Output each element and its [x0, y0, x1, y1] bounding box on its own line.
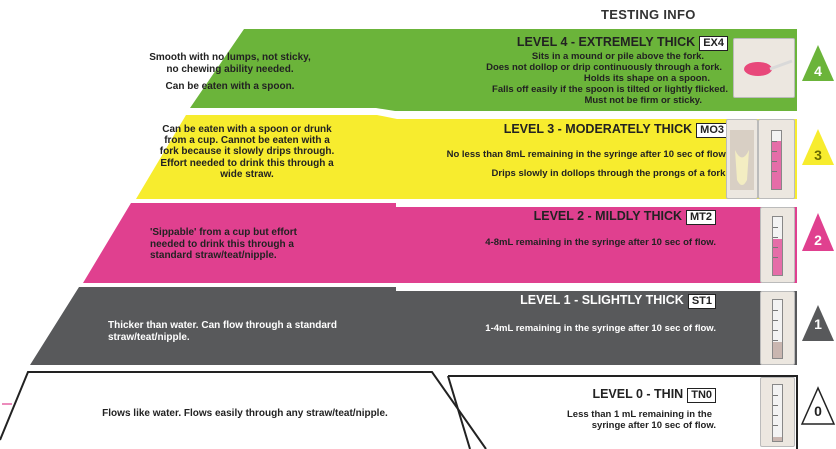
badge-3-triangle — [802, 129, 834, 165]
level-4-testing-info: Sits in a mound or pile above the fork. … — [388, 51, 728, 107]
syringe-image — [771, 130, 782, 190]
spoon-image — [744, 59, 793, 76]
level-0-testing-info: Less than 1 mL remaining in the syringe … — [456, 409, 716, 432]
level-2-code: MT2 — [686, 210, 716, 225]
level-4-test-line: Does not dollop or drip continuously thr… — [486, 61, 722, 73]
level-2-title: LEVEL 2 - MILDLY THICK MT2 — [534, 209, 716, 225]
level-3-test-line: No less than 8mL remaining in the syring… — [446, 149, 728, 160]
level-0-divider — [447, 375, 471, 449]
level-0-test-line: Less than 1 mL remaining in the — [567, 409, 712, 420]
level-4-test-line: Holds its shape on a spoon. — [583, 72, 710, 84]
level-4-desc-line: Smooth with no lumps, not sticky, — [149, 52, 311, 63]
level-1-band — [30, 287, 797, 365]
badge-2-triangle — [802, 213, 834, 251]
level-4-code: EX4 — [699, 36, 728, 51]
level-4-test-line: Sits in a mound or pile above the fork. — [531, 51, 704, 62]
level-3-description: Can be eaten with a spoon or drunk from … — [137, 124, 357, 180]
level-3-testing-info: No less than 8mL remaining in the syring… — [368, 149, 728, 180]
level-3-band — [136, 115, 797, 199]
level-4-test-line: Must not be firm or sticky. — [584, 94, 702, 106]
level-3-fork-photo — [726, 119, 758, 199]
level-0-test-line: syringe after 10 sec of flow. — [591, 419, 716, 431]
level-0-syringe-photo — [760, 377, 795, 447]
badge-2-number: 2 — [814, 232, 822, 248]
fork-image — [730, 130, 754, 190]
level-1-code: ST1 — [687, 294, 716, 309]
level-1-desc-line: straw/teat/nipple. — [108, 331, 190, 343]
syringe-image — [772, 299, 783, 359]
level-4-desc-line: Can be eaten with a spoon. — [165, 81, 295, 92]
level-2-description: 'Sippable' from a cup but effort needed … — [150, 227, 350, 262]
syringe-image — [772, 216, 783, 276]
badge-0-triangle — [800, 386, 836, 425]
badge-4-number: 4 — [814, 63, 822, 79]
syringe-image — [772, 384, 783, 442]
level-1-testing-info: 1-4mL remaining in the syringe after 10 … — [376, 323, 716, 335]
level-3-desc-line: from a cup. Cannot be eaten with a — [164, 135, 330, 147]
badge-1-triangle — [802, 305, 834, 341]
badge-1-number: 1 — [814, 316, 822, 332]
level-3-title-text: LEVEL 3 - MODERATELY THICK — [503, 122, 693, 136]
level-3-desc-line: Can be eaten with a spoon or drunk — [162, 124, 332, 135]
level-3-syringe-photo — [758, 119, 795, 199]
level-3-desc-line: wide straw. — [220, 168, 274, 180]
level-1-desc-line: Thicker than water. Can flow through a s… — [108, 320, 337, 331]
level-0-code: TN0 — [687, 388, 716, 403]
level-1-title-text: LEVEL 1 - SLIGHTLY THICK — [520, 293, 684, 307]
level-2-desc-line: 'Sippable' from a cup but effort — [150, 227, 297, 238]
level-4-spoon-photo — [733, 38, 795, 98]
level-3-desc-line: Effort needed to drink this through a — [160, 157, 334, 169]
badge-4-triangle — [802, 45, 834, 81]
level-3-code: MO3 — [696, 123, 728, 138]
level-2-testing-info: 4-8mL remaining in the syringe after 10 … — [376, 237, 716, 249]
level-2-desc-line: standard straw/teat/nipple. — [150, 250, 277, 261]
level-2-syringe-photo — [760, 207, 795, 283]
level-2-title-text: LEVEL 2 - MILDLY THICK — [533, 209, 682, 223]
level-3-desc-line: fork because it slowly drips through. — [159, 146, 335, 158]
badge-3-number: 3 — [814, 147, 822, 163]
level-0-title-text: LEVEL 0 - THIN — [592, 387, 684, 401]
level-2-test-line: 4-8mL remaining in the syringe after 10 … — [485, 237, 716, 248]
level-0-desc-line: Flows like water. Flows easily through a… — [102, 408, 388, 419]
level-4-desc-line: no chewing ability needed. — [166, 63, 294, 75]
level-1-description: Thicker than water. Can flow through a s… — [108, 320, 398, 343]
level-0-description: Flows like water. Flows easily through a… — [55, 408, 435, 420]
level-0-right-outline — [448, 375, 798, 449]
level-2-desc-line: needed to drink this through a — [150, 238, 294, 250]
level-1-syringe-photo — [760, 291, 795, 365]
level-4-band — [190, 29, 797, 111]
level-4-test-line: Falls off easily if the spoon is tilted … — [492, 83, 728, 95]
level-2-band — [83, 203, 797, 283]
level-4-title-text: LEVEL 4 - EXTREMELY THICK — [516, 35, 696, 49]
level-1-test-line: 1-4mL remaining in the syringe after 10 … — [485, 323, 716, 334]
testing-info-heading: TESTING INFO — [601, 7, 696, 22]
badge-0-number: 0 — [814, 403, 822, 419]
level-4-description: Smooth with no lumps, not sticky, no che… — [130, 52, 330, 93]
level-3-test-line: Drips slowly in dollops through the pron… — [491, 167, 728, 179]
